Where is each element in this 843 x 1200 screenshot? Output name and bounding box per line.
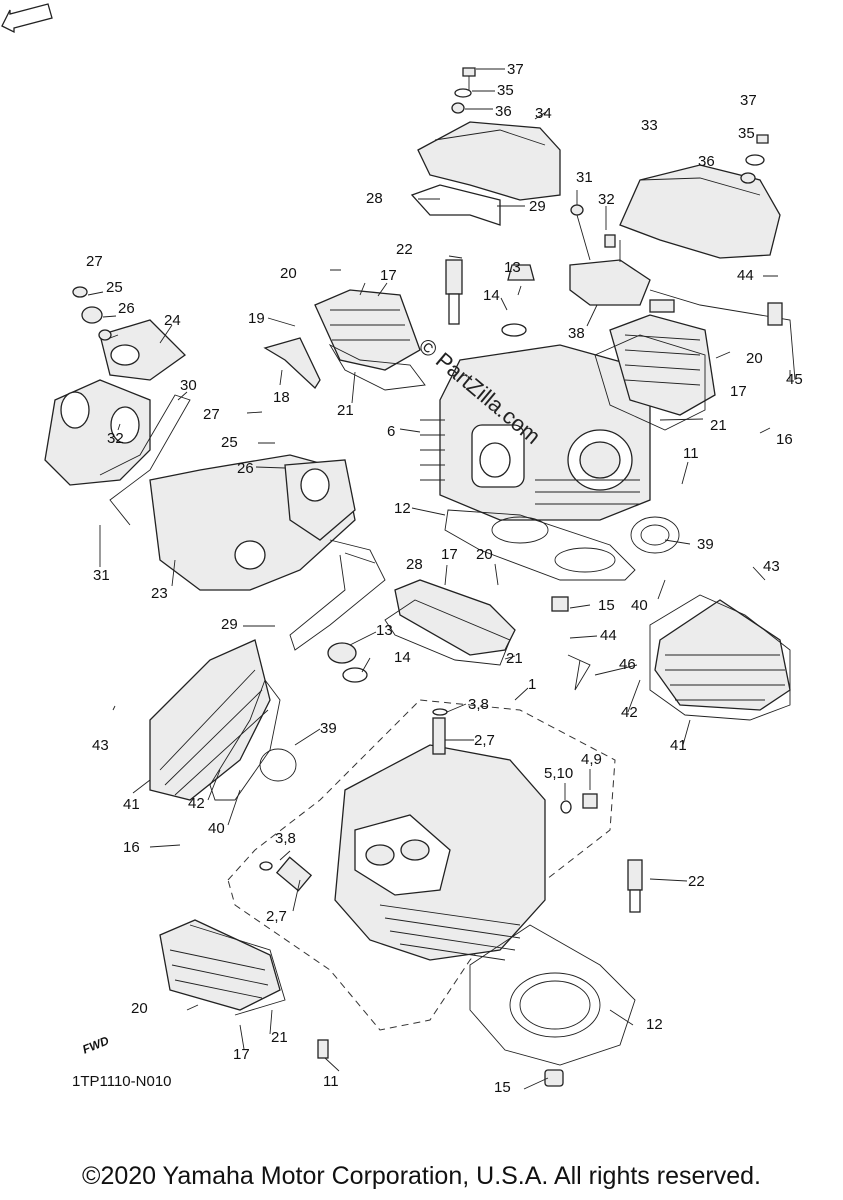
callout-label: 21: [337, 402, 354, 419]
callout-label: 33: [641, 117, 658, 134]
callout-label: 1: [528, 676, 537, 693]
callout-label: 11: [323, 1073, 339, 1090]
callout-label: 39: [697, 536, 714, 553]
callout-label: 21: [271, 1029, 288, 1046]
callout-label: 19: [248, 310, 265, 327]
callout-label: 42: [621, 704, 638, 721]
callout-label: 25: [221, 434, 238, 451]
callout-label: 12: [394, 500, 411, 517]
callout-label: 31: [576, 169, 593, 186]
reference-code: 1TP1110-N010: [72, 1073, 172, 1090]
callout-label: 23: [151, 585, 168, 602]
callout-label: 29: [221, 616, 238, 633]
callout-label: 38: [568, 325, 585, 342]
callout-label: 15: [494, 1079, 511, 1096]
callout-label: 15: [598, 597, 615, 614]
callout-label: 26: [237, 460, 254, 477]
callout-label: 41: [670, 737, 687, 754]
callout-label: 42: [188, 795, 205, 812]
callout-label: 32: [598, 191, 615, 208]
callout-label: 12: [646, 1016, 663, 1033]
callout-label: 20: [131, 1000, 148, 1017]
callout-label: 17: [233, 1046, 250, 1063]
callout-label: 29: [529, 198, 546, 215]
callout-label: 31: [93, 567, 110, 584]
callout-label: 3,8: [275, 830, 296, 847]
callout-label: 26: [118, 300, 135, 317]
callout-label: 30: [180, 377, 197, 394]
callout-label: 14: [394, 649, 411, 666]
callout-label: 28: [366, 190, 383, 207]
callout-label: 44: [600, 627, 617, 644]
callout-label: 40: [208, 820, 225, 837]
callout-label: 22: [688, 873, 705, 890]
callout-label: 4,9: [581, 751, 602, 768]
callout-label: 17: [380, 267, 397, 284]
callout-label: 16: [776, 431, 793, 448]
callout-label: 13: [376, 622, 393, 639]
callout-label: 34: [535, 105, 552, 122]
callout-label: 18: [273, 389, 290, 406]
callout-label: 25: [106, 279, 123, 296]
callout-label: 16: [123, 839, 140, 856]
callout-label: 2,7: [266, 908, 287, 925]
callout-label: 3,8: [468, 696, 489, 713]
callout-label: 27: [203, 406, 220, 423]
callout-label: 5,10: [544, 765, 574, 782]
callout-label: 13: [504, 259, 521, 276]
copyright-notice: ©2020 Yamaha Motor Corporation, U.S.A. A…: [82, 1162, 761, 1190]
callout-label: 35: [497, 82, 514, 99]
callout-label: 17: [730, 383, 747, 400]
callout-label: 40: [631, 597, 648, 614]
callout-label: 20: [476, 546, 493, 563]
callout-label: 6: [387, 423, 396, 440]
callout-label: 46: [619, 656, 636, 673]
callout-label: 45: [786, 371, 803, 388]
callout-label: 11: [683, 445, 699, 462]
callout-label: 21: [710, 417, 727, 434]
callout-label: 44: [737, 267, 754, 284]
callout-label: 41: [123, 796, 140, 813]
callout-label: 22: [396, 241, 413, 258]
callout-label: 20: [280, 265, 297, 282]
callout-label: 14: [483, 287, 500, 304]
fwd-arrow-icon: [1, 3, 53, 34]
callout-label: 27: [86, 253, 103, 270]
callout-label: 37: [507, 61, 524, 78]
callout-label: 17: [441, 546, 458, 563]
callout-label: 35: [738, 125, 755, 142]
callout-label: 39: [320, 720, 337, 737]
callout-label: 20: [746, 350, 763, 367]
callout-label: 28: [406, 556, 423, 573]
callout-label: 36: [495, 103, 512, 120]
callout-label: 2,7: [474, 732, 495, 749]
callout-label: 21: [506, 650, 523, 667]
callout-label: 37: [740, 92, 757, 109]
callout-label: 36: [698, 153, 715, 170]
callout-label: 43: [92, 737, 109, 754]
callout-label: 32: [107, 430, 124, 447]
callout-label: 24: [164, 312, 181, 329]
callout-label: 43: [763, 558, 780, 575]
